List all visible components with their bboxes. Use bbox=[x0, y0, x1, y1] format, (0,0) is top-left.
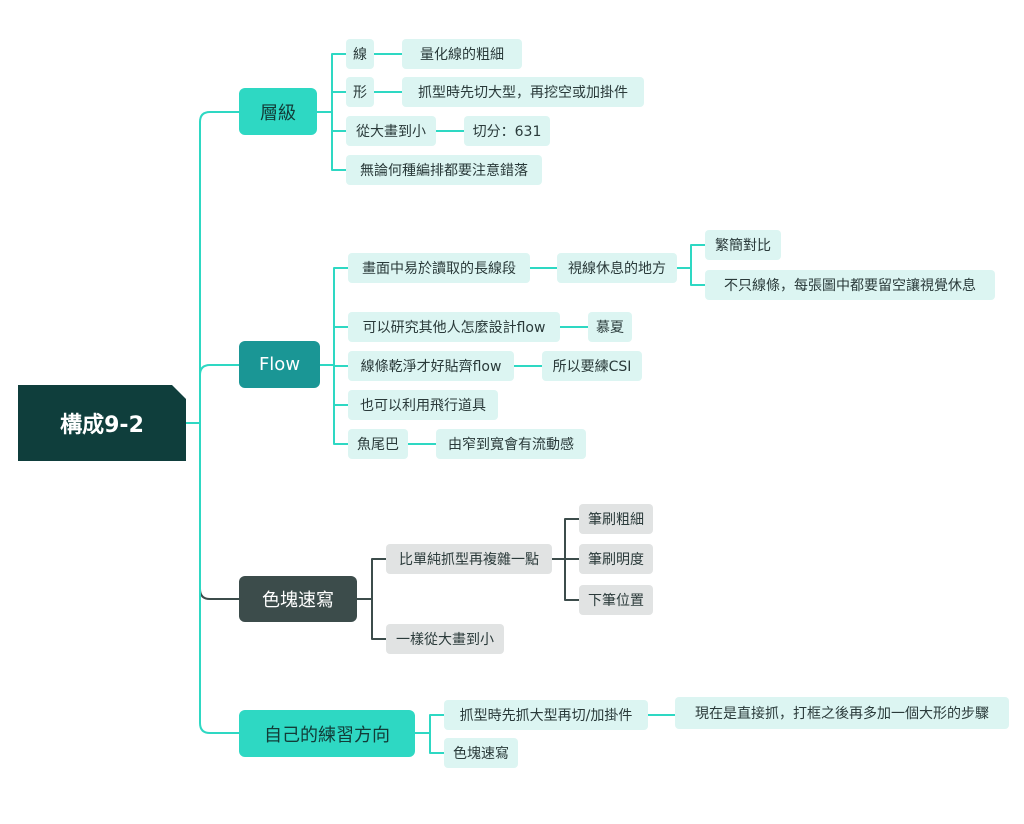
topic-flying-props[interactable]: 也可以利用飛行道具 bbox=[348, 390, 498, 420]
connector-line bbox=[199, 423, 239, 600]
topic-shape-detail[interactable]: 抓型時先切大型，再挖空或加掛件 bbox=[402, 77, 644, 107]
topic-fish-tail[interactable]: 魚尾巴 bbox=[348, 429, 408, 459]
root-title: 構成9-2 bbox=[60, 413, 144, 438]
topic-line-weight[interactable]: 量化線的粗細 bbox=[402, 39, 522, 69]
topic-brush-size[interactable]: 筆刷粗細 bbox=[579, 504, 653, 534]
topic-stroke-position[interactable]: 下筆位置 bbox=[579, 585, 653, 615]
topic-rest-area[interactable]: 視線休息的地方 bbox=[557, 253, 677, 283]
topic-practice-csi[interactable]: 所以要練CSI bbox=[542, 351, 642, 381]
branch-practice-direction[interactable]: 自己的練習方向 bbox=[239, 710, 415, 757]
topic-big-to-small-2[interactable]: 一樣從大畫到小 bbox=[386, 624, 504, 654]
root-corner-fold bbox=[172, 385, 186, 399]
topic-study-others[interactable]: 可以研究其他人怎麼設計flow bbox=[348, 312, 560, 342]
topic-contrast[interactable]: 繁簡對比 bbox=[705, 230, 781, 260]
topic-shape[interactable]: 形 bbox=[346, 77, 374, 107]
connector-line bbox=[199, 423, 239, 734]
branch-hierarchy[interactable]: 層級 bbox=[239, 88, 317, 135]
topic-big-to-small[interactable]: 從大畫到小 bbox=[346, 116, 436, 146]
topic-split-631[interactable]: 切分：631 bbox=[464, 116, 550, 146]
branch-flow[interactable]: Flow bbox=[239, 341, 320, 388]
branch-color-sketch[interactable]: 色塊速寫 bbox=[239, 576, 357, 622]
topic-more-complex[interactable]: 比單純抓型再複雜一點 bbox=[386, 544, 552, 574]
topic-leave-space[interactable]: 不只線條，每張圖中都要留空讓視覺休息 bbox=[705, 270, 995, 300]
connector-line bbox=[199, 364, 239, 423]
connector-line bbox=[199, 111, 239, 423]
topic-color-sketch-2[interactable]: 色塊速寫 bbox=[444, 738, 518, 768]
topic-stagger[interactable]: 無論何種編排都要注意錯落 bbox=[346, 155, 542, 185]
root-topic[interactable]: 構成9-2 bbox=[18, 385, 186, 461]
topic-line[interactable]: 線 bbox=[346, 39, 374, 69]
topic-big-shape-first[interactable]: 抓型時先抓大型再切/加掛件 bbox=[444, 700, 648, 730]
topic-mucha[interactable]: 慕夏 bbox=[588, 312, 632, 342]
topic-clean-lines[interactable]: 線條乾淨才好貼齊flow bbox=[348, 351, 514, 381]
topic-narrow-to-wide[interactable]: 由窄到寬會有流動感 bbox=[436, 429, 586, 459]
topic-long-lines[interactable]: 畫面中易於讀取的長線段 bbox=[348, 253, 530, 283]
topic-brush-value[interactable]: 筆刷明度 bbox=[579, 544, 653, 574]
topic-extra-step[interactable]: 現在是直接抓，打框之後再多加一個大形的步驟 bbox=[675, 697, 1009, 729]
